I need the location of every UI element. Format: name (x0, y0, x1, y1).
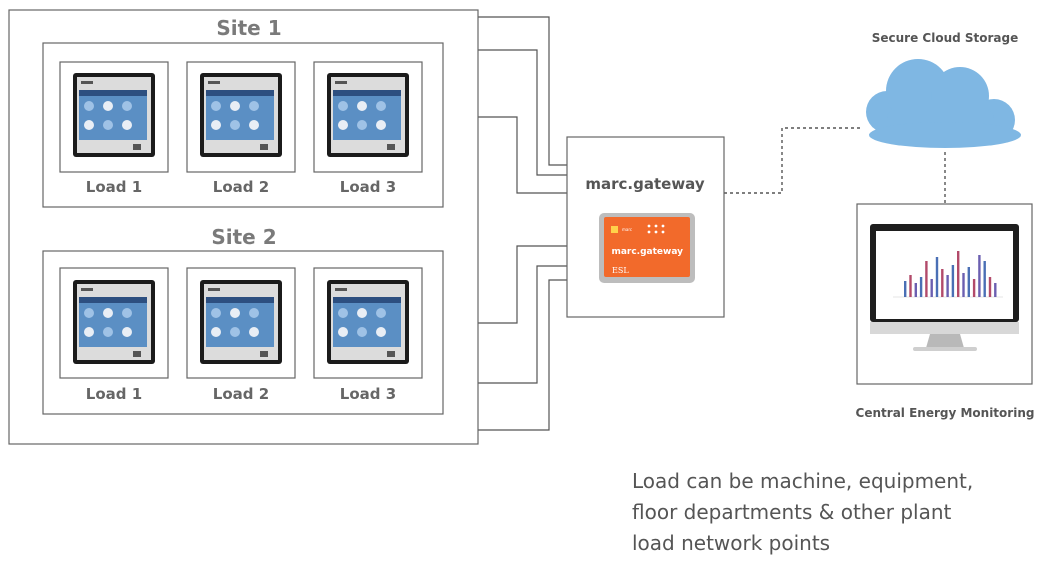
note-text: Load can be machine, equipment, floor de… (632, 466, 1032, 559)
hmi-device-icon (200, 280, 282, 364)
load-label: Load 1 (86, 385, 142, 403)
note-line: Load can be machine, equipment, (632, 469, 974, 493)
gateway-device-brand: ESL (612, 266, 629, 275)
site-2-title: Site 2 (211, 225, 276, 249)
monitor-icon (870, 224, 1019, 351)
note-line: load network points (632, 531, 831, 555)
load-label: Load 3 (340, 178, 396, 196)
svg-text:marc: marc (622, 227, 632, 232)
monitoring-title: Central Energy Monitoring (856, 406, 1035, 420)
load-label: Load 2 (213, 385, 269, 403)
site-2: Site 2 Load 1 Load 2 Load 3 (42, 225, 444, 415)
hmi-device-icon (200, 73, 282, 157)
gateway: marc.gateway marc marc.gateway ESL (566, 136, 725, 318)
hmi-device-icon (73, 73, 155, 157)
gateway-device-label: marc.gateway (611, 247, 683, 257)
gateway-device-icon: marc marc.gateway ESL (599, 213, 695, 283)
load-panel (186, 61, 296, 173)
cloud-title: Secure Cloud Storage (872, 31, 1019, 45)
hmi-device-icon (327, 73, 409, 157)
gateway-title: marc.gateway (585, 175, 704, 193)
monitoring: Central Energy Monitoring (856, 203, 1035, 420)
cloud-storage: Secure Cloud Storage (866, 31, 1021, 148)
load-panel (186, 267, 296, 379)
load-panel (59, 61, 169, 173)
load-panel (59, 267, 169, 379)
site-1-title: Site 1 (216, 16, 281, 40)
load-label: Load 3 (340, 385, 396, 403)
load-label: Load 2 (213, 178, 269, 196)
cloud-icon (866, 59, 1021, 148)
site-1: Site 1 Load 1 Load 2 Load 3 (42, 16, 444, 208)
hmi-device-icon (327, 280, 409, 364)
note-line: floor departments & other plant (632, 500, 952, 524)
load-panel (313, 267, 423, 379)
hmi-device-icon (73, 280, 155, 364)
load-label: Load 1 (86, 178, 142, 196)
load-panel (313, 61, 423, 173)
